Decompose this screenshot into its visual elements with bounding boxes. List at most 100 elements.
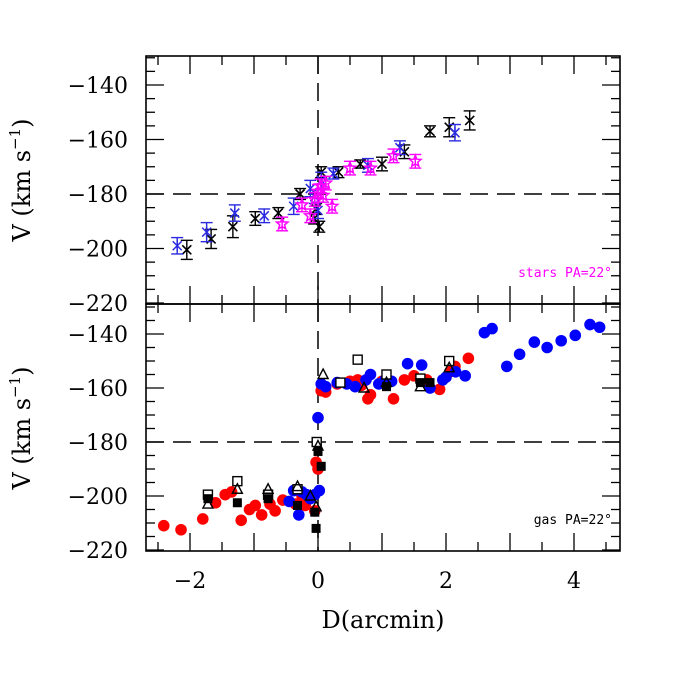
star-marker xyxy=(362,160,379,175)
open-triangle-marker xyxy=(291,479,304,492)
star-marker xyxy=(342,160,358,175)
svg-text:V (km s−1): V (km s−1) xyxy=(6,118,36,242)
data-points xyxy=(171,110,476,261)
circle-marker xyxy=(569,329,582,342)
y-tick-label: −220 xyxy=(68,292,128,317)
data-points xyxy=(157,318,606,536)
open-triangle-marker xyxy=(443,360,456,373)
circle-marker xyxy=(433,383,446,396)
svg-text:V (km s−1): V (km s−1) xyxy=(6,366,36,490)
circle-marker xyxy=(584,318,596,331)
open-triangle-marker xyxy=(201,497,215,509)
circle-marker xyxy=(401,357,414,370)
ylabel-text: V (km s xyxy=(8,150,36,243)
x-marker xyxy=(273,208,284,219)
star-marker xyxy=(315,187,331,202)
star-marker xyxy=(318,175,334,190)
series-gas-filled-square xyxy=(203,378,435,533)
circle-marker xyxy=(501,360,513,373)
x-tick-label: 0 xyxy=(311,569,325,594)
circle-marker xyxy=(593,321,606,334)
open-square-marker xyxy=(232,475,243,487)
circle-marker xyxy=(269,505,281,517)
panel-annotation: gas PA=22° xyxy=(534,513,612,528)
y-tick-label: −180 xyxy=(68,431,128,456)
open-square-marker xyxy=(381,369,392,380)
filled-square-marker xyxy=(381,382,391,392)
series-gas-blue xyxy=(283,318,606,521)
y-tick-label: −140 xyxy=(68,74,128,99)
y-tick-label: −200 xyxy=(68,485,128,510)
circle-marker xyxy=(293,509,305,521)
circle-marker xyxy=(459,370,472,382)
y-tick-label: −140 xyxy=(68,323,128,348)
filled-square-marker xyxy=(310,507,320,517)
circle-marker xyxy=(255,509,268,521)
star-marker xyxy=(385,147,402,163)
filled-square-marker xyxy=(293,500,303,510)
x-marker xyxy=(355,158,366,170)
circle-marker xyxy=(364,388,377,401)
filled-square-marker xyxy=(316,461,326,471)
open-triangle-marker xyxy=(357,380,371,393)
asterisk-marker xyxy=(394,142,405,154)
circle-marker xyxy=(283,495,296,508)
x-tick-label: −2 xyxy=(174,569,206,594)
circle-marker xyxy=(541,341,553,354)
open-triangle-marker xyxy=(316,367,330,380)
open-square-marker xyxy=(352,354,363,365)
circle-marker xyxy=(415,359,428,371)
x-marker xyxy=(227,221,238,232)
asterisk-marker xyxy=(449,127,460,139)
circle-marker xyxy=(312,411,324,424)
x-marker xyxy=(295,188,306,200)
ylabel-close: ) xyxy=(8,366,36,375)
asterisk-marker xyxy=(229,207,240,219)
x-marker xyxy=(250,213,261,224)
x-axis-title: D(arcmin) xyxy=(321,606,444,634)
open-square-marker xyxy=(335,377,346,388)
open-triangle-marker xyxy=(261,482,275,494)
star-marker xyxy=(302,207,318,223)
filled-square-marker xyxy=(263,494,273,504)
panel-annotation: stars PA=22° xyxy=(518,266,612,281)
circle-marker xyxy=(313,484,326,497)
circle-marker xyxy=(387,393,400,405)
open-triangle-marker xyxy=(304,488,317,501)
star-marker xyxy=(294,196,310,212)
circle-marker xyxy=(157,519,170,532)
open-triangle-marker xyxy=(231,482,244,494)
top-panel-ylabel: V (km s−1) xyxy=(6,118,36,242)
circle-marker xyxy=(209,496,222,509)
circle-marker xyxy=(349,380,361,393)
circle-marker xyxy=(235,514,247,527)
circle-marker xyxy=(513,348,526,361)
star-marker xyxy=(407,153,423,168)
x-tick-label: 4 xyxy=(567,569,581,594)
circle-marker xyxy=(555,334,567,347)
circle-marker xyxy=(197,513,209,525)
asterisk-marker xyxy=(201,226,212,238)
circle-marker xyxy=(249,499,262,512)
circle-marker xyxy=(486,322,498,335)
x-marker xyxy=(464,115,475,126)
filled-square-marker xyxy=(313,446,323,456)
circle-marker xyxy=(319,380,332,393)
filled-square-marker xyxy=(232,498,242,508)
filled-square-marker xyxy=(311,523,321,533)
x-tick-label: 2 xyxy=(439,569,453,594)
y-tick-label: −180 xyxy=(68,183,128,208)
panel-frame xyxy=(145,303,621,552)
star-marker xyxy=(274,215,290,231)
circle-marker xyxy=(364,368,377,381)
circle-marker xyxy=(398,374,411,386)
x-marker xyxy=(376,158,388,170)
asterisk-marker xyxy=(172,240,183,252)
y-tick-label: −160 xyxy=(68,377,128,402)
x-marker xyxy=(181,244,192,255)
series-stars-magenta xyxy=(274,147,423,232)
filled-square-marker xyxy=(425,378,435,388)
filled-square-marker xyxy=(415,378,425,388)
